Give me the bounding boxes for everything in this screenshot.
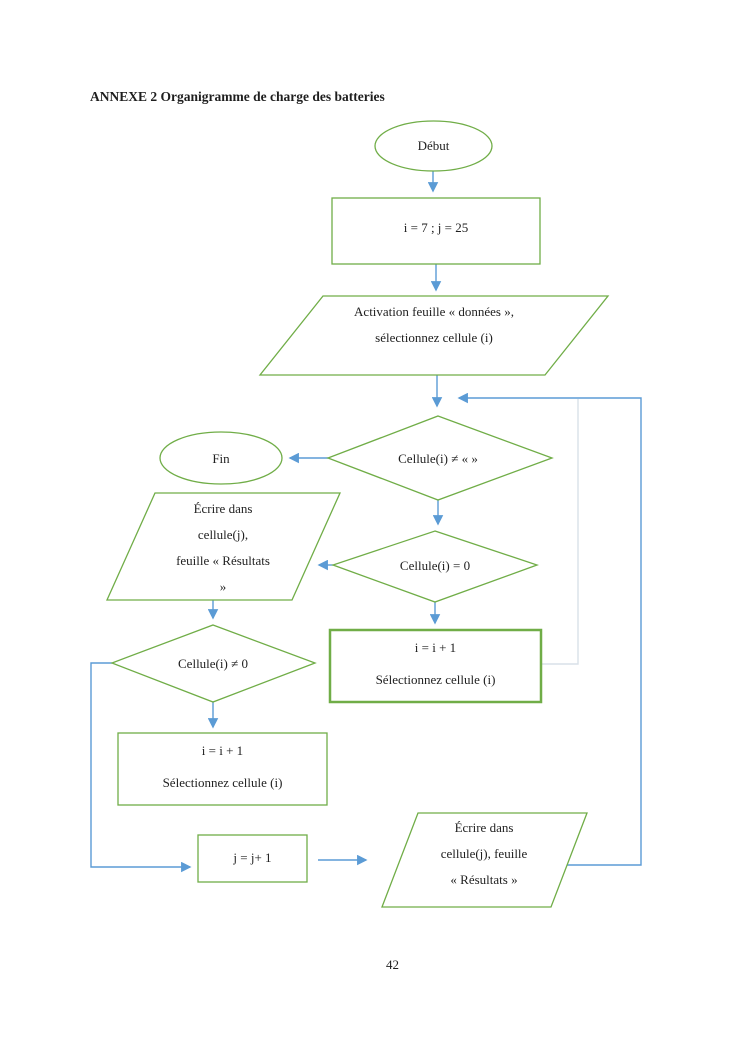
start-terminator-oval [374,120,493,172]
increment-right-label-line2: Sélectionnez cellule (i) [375,672,496,687]
write-results2-label-line2: cellule(j), feuille [440,846,528,861]
increment-right-label-line1: i = i + 1 [414,640,457,655]
loop-connector-results-to-test1 [457,392,642,866]
test-not-empty-decision-diamond [326,415,554,501]
activation-label-line1: Activation feuille « données », [354,304,514,319]
fin-terminator-oval [159,431,283,485]
increment-j-label: j = j+ 1 [233,850,272,865]
test-zero-decision-diamond [331,530,539,603]
start-label: Début [417,138,450,153]
test-not-zero-label: Cellule(i) ≠ 0 [178,656,248,671]
increment-left-label-line1: i = i + 1 [201,743,244,758]
test-zero-label: Cellule(i) = 0 [399,558,471,573]
annexe-title: ANNEXE 2 Organigramme de charge des batt… [90,89,385,104]
write-results2-label-line1: Écrire dans [454,820,514,835]
loop-connector-increment-right [541,399,579,665]
write-results1-label-line2: cellule(j), [197,527,249,542]
increment-right-process-rect [328,628,543,704]
write-results2-label-line3: « Résultats » [450,872,518,887]
write-results1-label-line3: feuille « Résultats [176,553,270,568]
write-results1-label-line1: Écrire dans [193,501,253,516]
write-results1-io-parallelogram [105,492,342,601]
activation-label-line2: sélectionnez cellule (i) [375,330,493,345]
init-process-rect [331,197,541,265]
write-results1-label-line4: » [219,579,227,594]
activation-io-parallelogram [258,295,610,376]
increment-left-label-line2: Sélectionnez cellule (i) [162,775,283,790]
test-not-zero-decision-diamond [110,624,317,703]
page-number: 42 [386,957,399,972]
increment-left-process-rect [117,732,328,806]
test-not-empty-label: Cellule(i) ≠ « » [398,451,478,466]
init-label: i = 7 ; j = 25 [403,220,469,235]
loop-connector-test3-to-increment-j [90,662,192,873]
increment-j-process-rect [197,834,308,883]
write-results2-io-parallelogram [381,812,588,908]
fin-label: Fin [212,451,230,466]
